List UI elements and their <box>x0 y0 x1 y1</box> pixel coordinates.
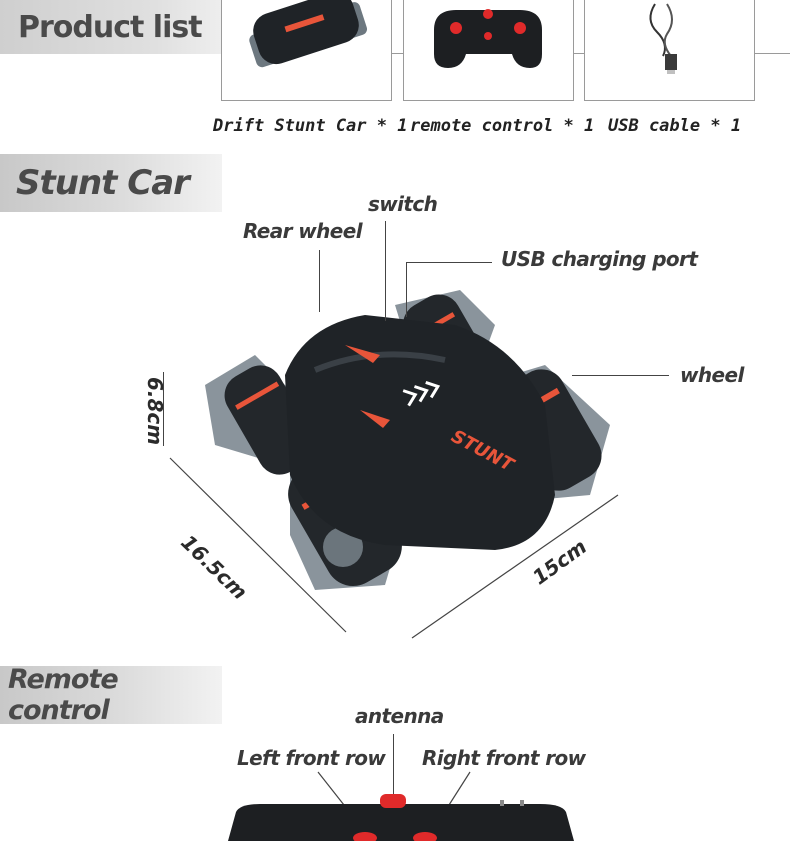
remote-control-title: Remote control <box>8 664 119 726</box>
label-right-front-row: Right front row <box>422 746 586 770</box>
leader-usb-h <box>406 262 492 263</box>
remote-control-header: Remote control <box>0 664 222 726</box>
leader-wheel <box>572 375 669 376</box>
product-list-header: Product list <box>0 0 222 54</box>
product-box-remote <box>403 0 574 101</box>
product-box-car <box>221 0 392 101</box>
stunt-car-header: Stunt Car <box>0 154 222 212</box>
product-box-usb <box>584 0 755 101</box>
leader-antenna <box>393 734 394 794</box>
usb-cable-image <box>585 0 754 100</box>
product-caption-usb: USB cable * 1 <box>608 116 742 136</box>
leader-rear-wheel <box>319 250 320 312</box>
product-caption-car: Drift Stunt Car * 1 <box>213 116 408 136</box>
label-left-front-row: Left front row <box>237 746 386 770</box>
car-body <box>285 315 555 550</box>
label-switch: switch <box>368 192 438 216</box>
leader-usb-v <box>406 262 407 317</box>
remote-control-image <box>404 0 573 100</box>
label-antenna: antenna <box>355 704 444 728</box>
label-rear-wheel: Rear wheel <box>243 219 363 243</box>
product-list-title: Product list <box>18 9 203 45</box>
leader-switch <box>385 221 386 321</box>
stunt-car-illustration: STUNT <box>205 290 610 590</box>
label-usb-charging-port: USB charging port <box>501 247 698 271</box>
stunt-car-title: Stunt Car <box>16 163 190 203</box>
header-rule-right <box>755 53 790 54</box>
dimension-height-line <box>163 372 164 446</box>
stunt-car-image <box>222 0 391 100</box>
label-wheel: wheel <box>680 363 744 387</box>
remote-control-illustration <box>228 771 574 841</box>
product-caption-remote: remote control * 1 <box>410 116 595 136</box>
